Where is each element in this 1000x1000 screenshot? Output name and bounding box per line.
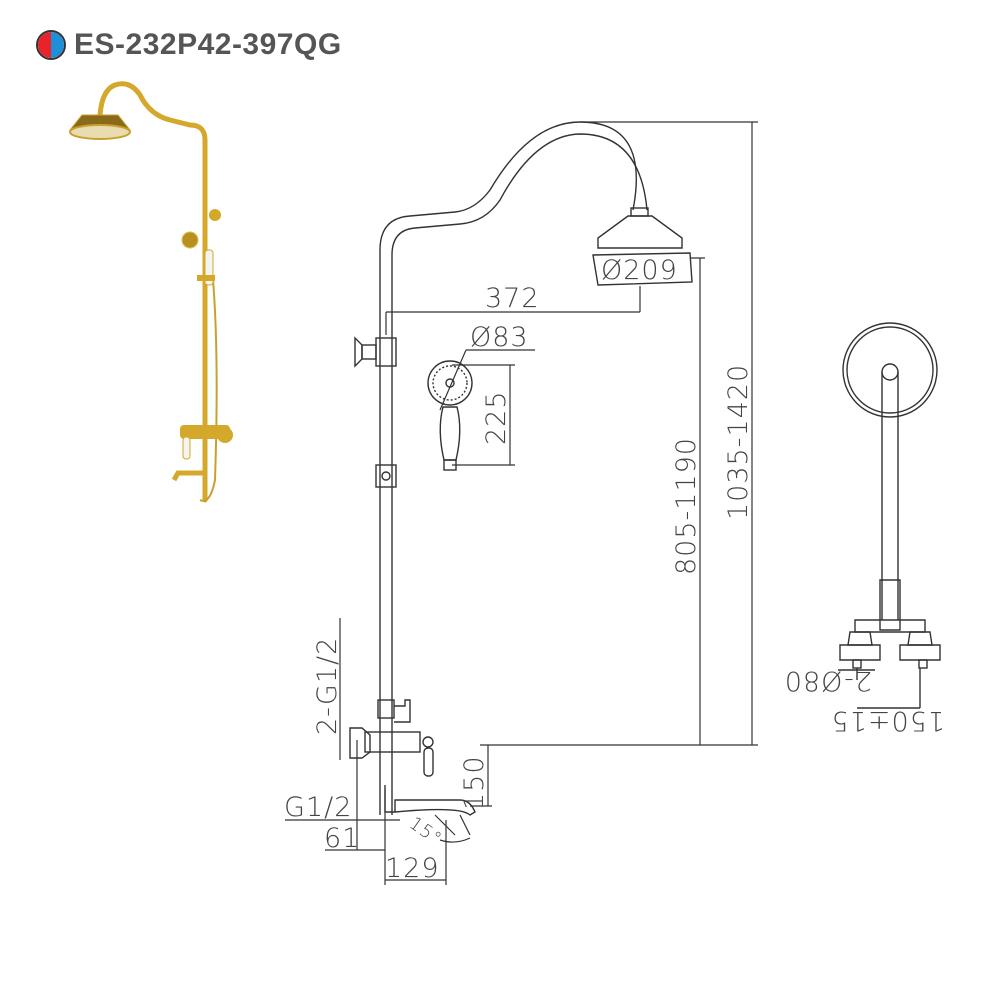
outlet-thread-label: G1/2 bbox=[284, 792, 352, 823]
head-height-label: 805-1190 bbox=[671, 437, 702, 575]
center-distance-label: 150±15 bbox=[830, 705, 945, 736]
overhead-shower-head bbox=[592, 207, 693, 286]
spout-reach-label: 129 bbox=[385, 853, 440, 884]
side-view bbox=[838, 322, 941, 709]
head-diameter-label: Ø209 bbox=[601, 255, 678, 286]
hand-shower bbox=[427, 360, 473, 471]
wall-offset-label: 61 bbox=[324, 823, 360, 854]
hot-cold-icon bbox=[36, 30, 66, 60]
spout-height-label: 150 bbox=[459, 755, 490, 810]
shower-riser-pipe bbox=[379, 121, 648, 815]
model-code: ES-232P42-397QG bbox=[74, 28, 342, 61]
spout-angle-label: 15° bbox=[405, 813, 446, 850]
product-title: ES-232P42-397QG bbox=[36, 28, 342, 62]
gold-shower-system-photo bbox=[68, 81, 233, 503]
inlet-thread-label: 2-G1/2 bbox=[312, 637, 343, 735]
arm-reach-label: 372 bbox=[485, 283, 540, 314]
mixer-valve bbox=[349, 699, 476, 816]
flange-diameter-label: 2-Ø80 bbox=[784, 665, 872, 696]
dimension-lines bbox=[285, 121, 758, 885]
hand-shower-length-label: 225 bbox=[481, 390, 512, 445]
total-height-label: 1035-1420 bbox=[723, 364, 754, 520]
hand-shower-diameter-label: Ø83 bbox=[470, 322, 529, 353]
wall-bracket bbox=[354, 336, 397, 488]
